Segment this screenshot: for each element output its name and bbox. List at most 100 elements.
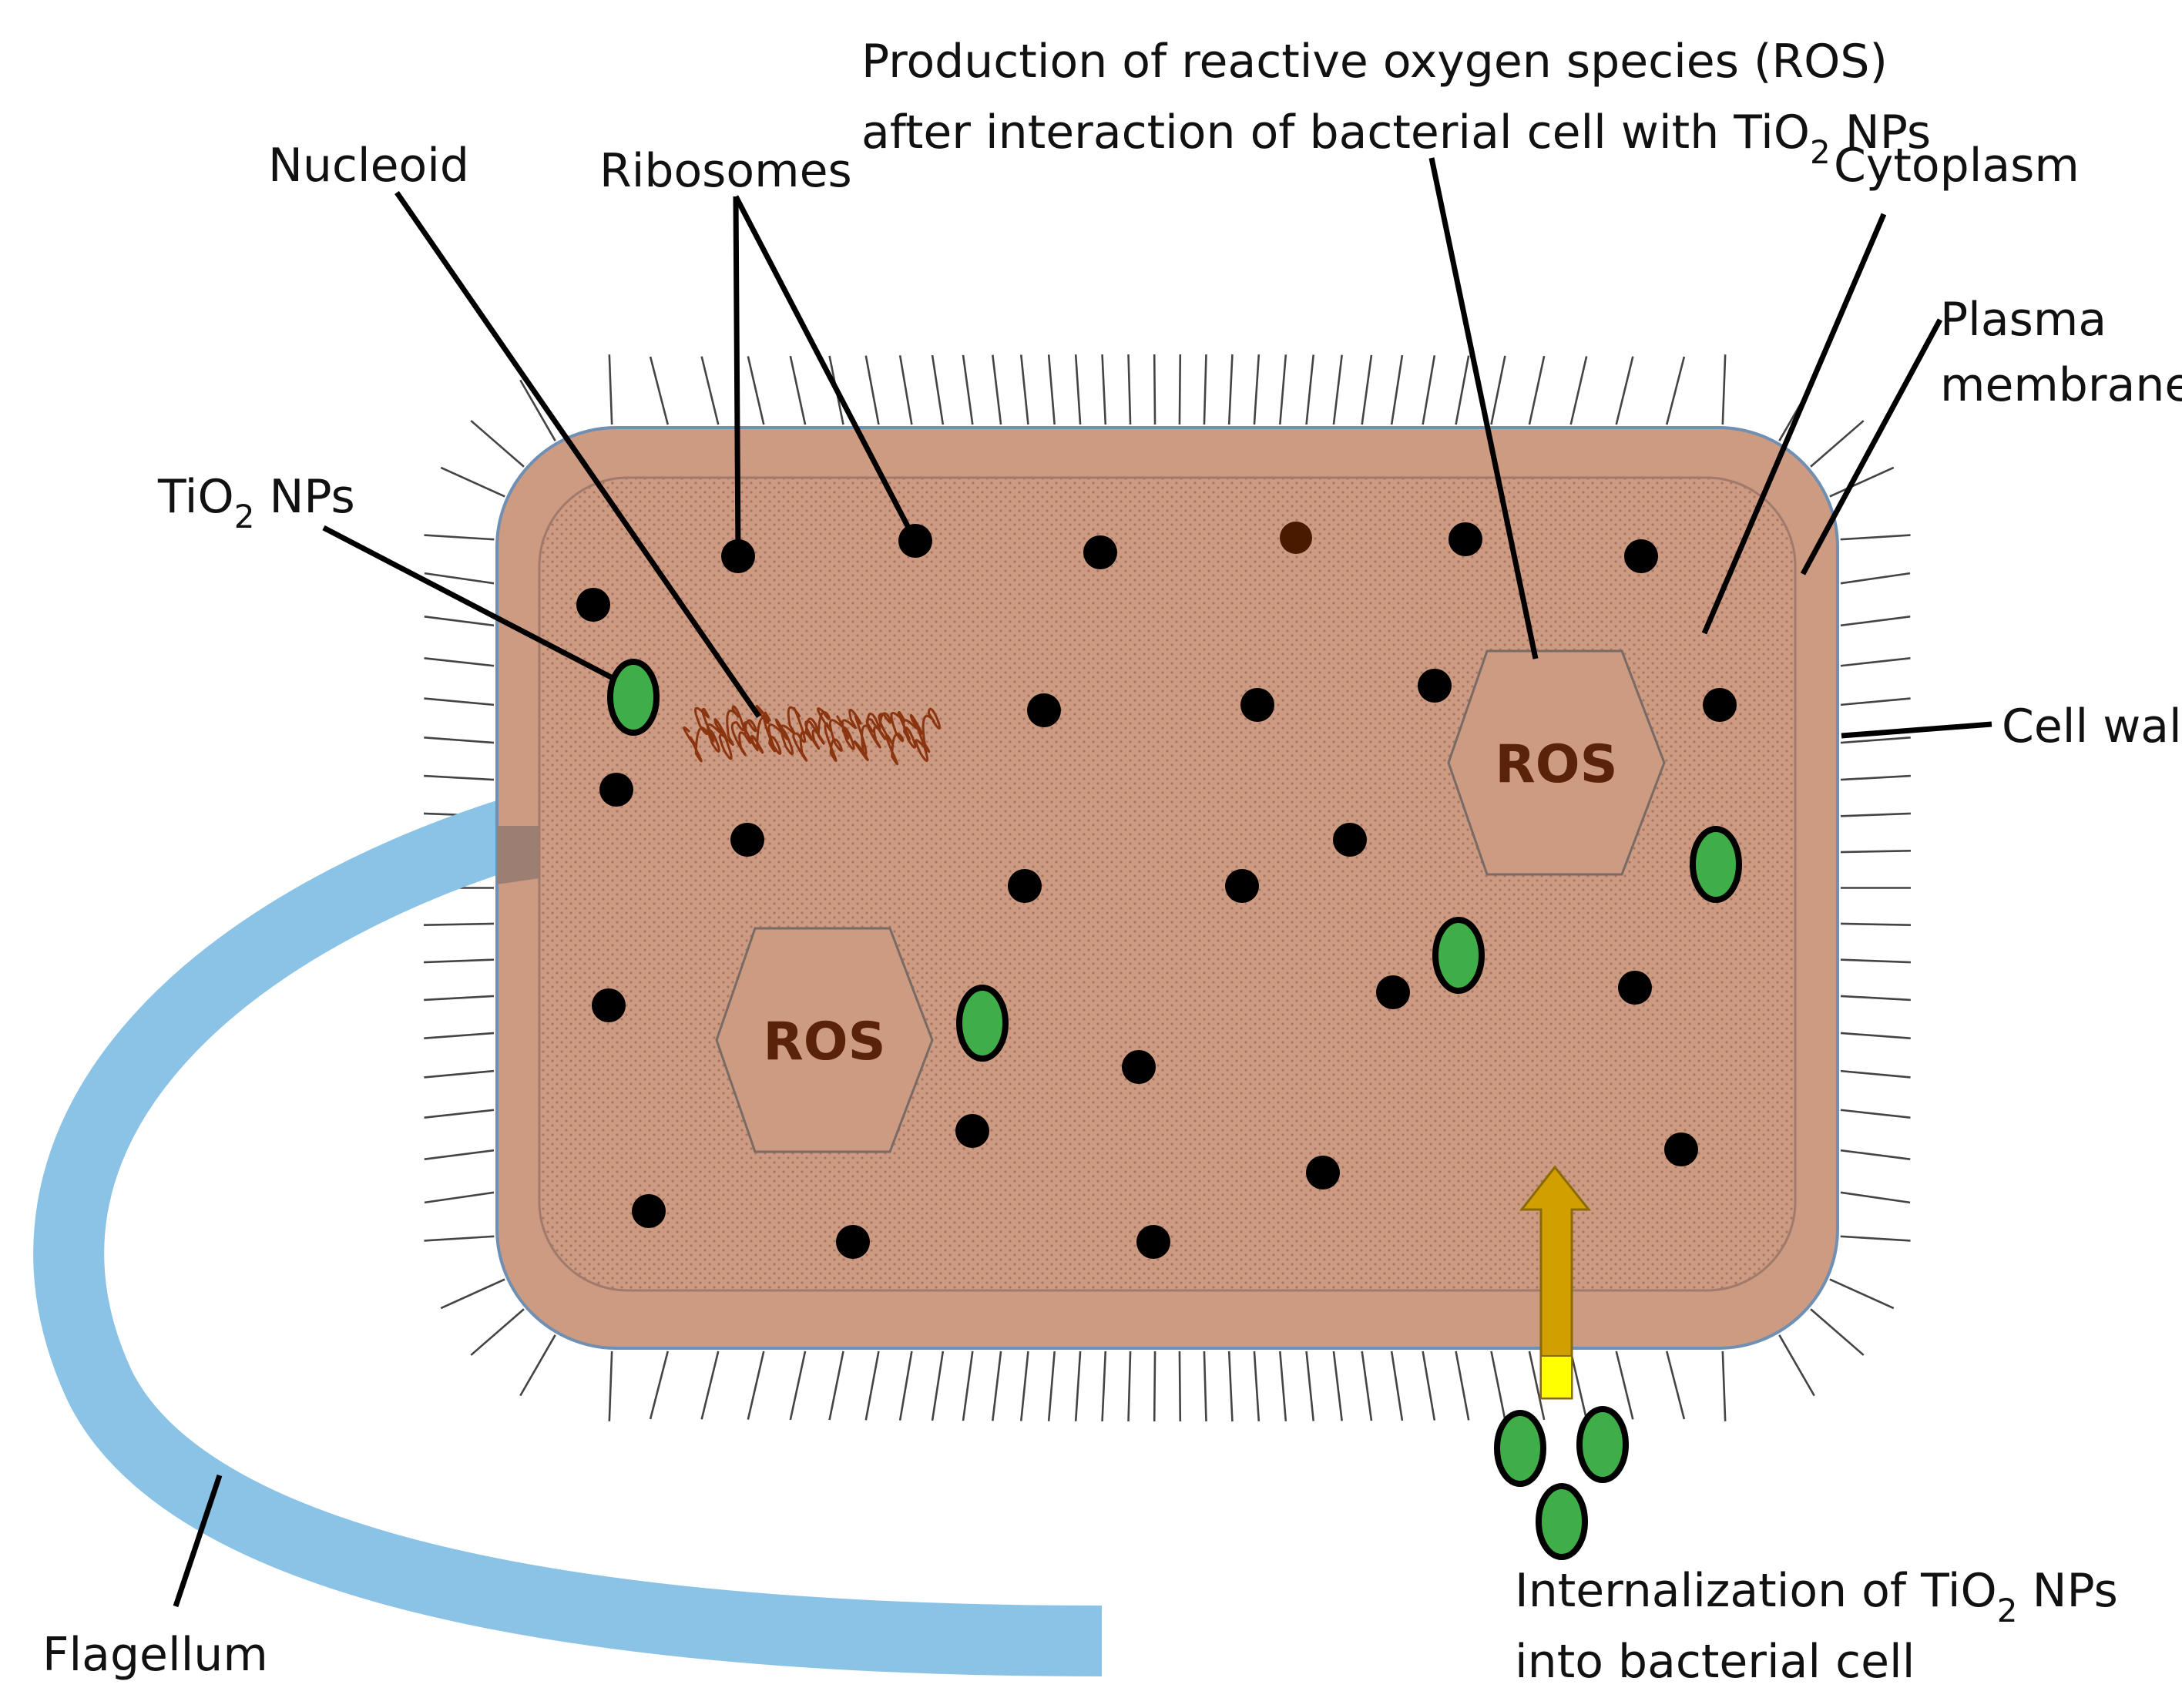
pilus: [1840, 1109, 1911, 1119]
pilus: [1227, 354, 1234, 425]
pilus: [1840, 995, 1911, 1002]
pilus: [1490, 355, 1506, 425]
pilus: [649, 356, 670, 425]
ribosome: [592, 988, 626, 1022]
pilus: [828, 1351, 844, 1421]
pilus: [864, 355, 880, 425]
ribosome: [632, 1194, 666, 1228]
pilus: [992, 354, 1002, 425]
pilus: [1047, 354, 1056, 425]
pilus: [1422, 355, 1436, 425]
ribosome: [730, 823, 764, 857]
ribosome: [599, 773, 633, 807]
pilus: [1569, 1351, 1588, 1420]
nucleoid: [683, 704, 941, 766]
internalization-arrow: [1519, 1165, 1592, 1400]
flagellum: [33, 790, 1103, 1676]
ribosome: [1122, 1050, 1156, 1084]
pilus: [424, 616, 495, 627]
pilus: [1840, 572, 1911, 585]
pilus: [1810, 1308, 1865, 1356]
ribosome: [836, 1225, 870, 1259]
pilus: [424, 1235, 495, 1242]
pilus: [1840, 1069, 1911, 1079]
ribosome: [1027, 693, 1061, 727]
pilus: [1361, 354, 1373, 425]
ribosome: [1008, 869, 1042, 903]
pilus: [992, 1351, 1002, 1421]
internalization-label-line1: Internalization of TiO2 NPs: [1515, 1564, 2118, 1629]
cytoplasm-label: Cytoplasm: [1834, 139, 2080, 193]
nanoparticle-group: [607, 659, 1742, 1560]
pilus: [1615, 1351, 1634, 1420]
pilus: [700, 1351, 720, 1420]
plasma-membrane-label-line1: Plasma: [1940, 293, 2106, 347]
pilus: [1721, 354, 1727, 425]
pilus: [1074, 354, 1082, 425]
pilus: [864, 1351, 880, 1421]
pilus: [747, 1351, 765, 1420]
internalization-label-line2: into bacterial cell: [1515, 1635, 1915, 1689]
pilus: [1279, 354, 1287, 425]
pilus: [747, 356, 765, 425]
pilus: [931, 1351, 945, 1421]
pilus: [1101, 1351, 1107, 1421]
pilus: [424, 1149, 495, 1160]
pilus: [1810, 420, 1865, 468]
pilus: [440, 466, 505, 498]
pilus: [1455, 355, 1470, 425]
cytoplasm: [538, 476, 1797, 1292]
pilus: [1615, 356, 1634, 425]
pilus: [440, 1278, 505, 1310]
pilus: [1332, 1351, 1343, 1421]
pilus: [470, 420, 525, 468]
pilus: [1840, 922, 1912, 926]
ros-caption-line2: after interaction of bacterial cell with…: [861, 106, 1931, 171]
pilus: [1840, 737, 1911, 744]
ribosome: [1703, 688, 1737, 722]
tio2-nanoparticle: [1536, 1483, 1588, 1560]
pilus: [1127, 354, 1132, 425]
ribosome: [1376, 975, 1410, 1009]
pilus: [789, 1351, 807, 1421]
pilus: [424, 1069, 495, 1079]
pilus: [931, 354, 945, 425]
ribosome: [1240, 688, 1274, 722]
pilus: [1422, 1351, 1436, 1421]
pilus: [1528, 1351, 1546, 1421]
ribosome-group: [576, 522, 1737, 1259]
pilus: [1829, 1278, 1895, 1310]
pilus: [1569, 356, 1588, 425]
pilus: [424, 958, 495, 964]
ros-hexagon: ROS: [715, 927, 934, 1153]
pilus: [1528, 355, 1546, 425]
ribosomes-label: Ribosomes: [599, 144, 852, 198]
ribosome: [955, 1114, 989, 1148]
ros-caption-line1: Production of reactive oxygen species (R…: [861, 35, 1888, 89]
nucleoid-label: Nucleoid: [268, 139, 469, 193]
pilus: [1665, 1351, 1686, 1420]
pilus: [649, 1351, 670, 1420]
pilus: [1840, 812, 1911, 817]
plasma-membrane-label-line2: membrane: [1940, 358, 2182, 412]
pilus: [1127, 1351, 1132, 1421]
pilus: [1253, 1351, 1261, 1421]
pilus: [1153, 1351, 1156, 1422]
ros-hexagon: ROS: [1447, 649, 1666, 876]
pilus: [424, 995, 495, 1002]
flagellum-label: Flagellum: [42, 1628, 268, 1682]
pilus: [424, 1032, 495, 1039]
ribosome: [1306, 1156, 1340, 1190]
nucleoid-coil: [683, 704, 941, 766]
pilus: [1840, 1235, 1911, 1242]
pilus: [1840, 850, 1912, 854]
pilus: [1390, 354, 1404, 425]
pilus: [519, 1334, 556, 1397]
pilus: [1490, 1351, 1506, 1421]
pilus: [424, 697, 495, 706]
pilus: [424, 737, 495, 744]
cell-wall-label: Cell wall: [2002, 700, 2182, 753]
pilus: [470, 1308, 525, 1356]
pilus: [1455, 1351, 1470, 1421]
